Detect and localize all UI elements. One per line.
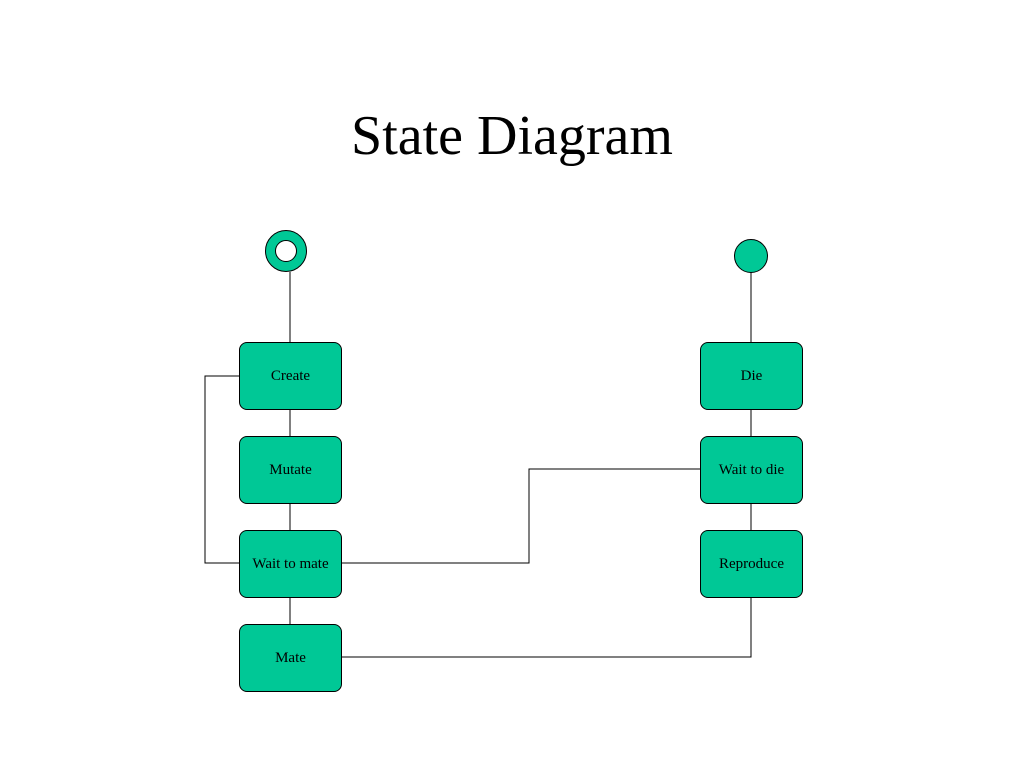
slide-title: State Diagram	[351, 105, 673, 167]
state-reproduce: Reproduce	[700, 530, 803, 598]
state-create: Create	[239, 342, 342, 410]
connector-wait-to-mate-wait-to-die	[341, 468, 700, 564]
state-mutate: Mutate	[239, 436, 342, 504]
final-state-icon	[734, 239, 768, 273]
initial-state-icon	[265, 230, 307, 272]
state-die: Die	[700, 342, 803, 410]
state-mate: Mate	[239, 624, 342, 692]
state-wait-to-die: Wait to die	[700, 436, 803, 504]
connector-loop-wait-to-mate-create	[204, 375, 239, 564]
state-wait-to-mate: Wait to mate	[239, 530, 342, 598]
connector-mate-reproduce	[341, 597, 752, 658]
